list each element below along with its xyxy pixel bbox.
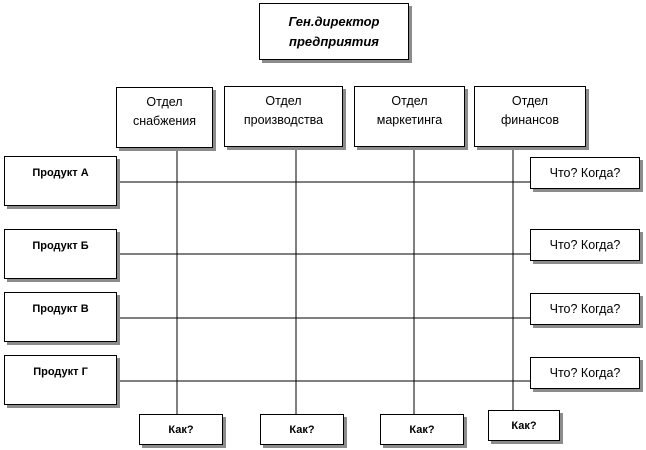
ceo-title-line1: Ген.директор: [288, 13, 380, 29]
dept-label-line2: производства: [243, 113, 324, 127]
product-label: Продукт В: [32, 303, 89, 315]
dept-label-line1: Отдел: [146, 95, 183, 109]
dept-label-line2: финансов: [500, 113, 559, 127]
product-box-b: Продукт Б: [4, 229, 117, 279]
ceo-box: Ген.директор предприятия: [259, 3, 409, 60]
question-label: Что? Когда?: [549, 302, 621, 316]
product-label: Продукт Б: [32, 240, 89, 252]
product-box-v: Продукт В: [4, 292, 117, 342]
question-label: Что? Когда?: [549, 166, 621, 180]
ceo-title-line2: предприятия: [289, 33, 379, 49]
how-label: Как?: [511, 419, 537, 432]
product-label: Продукт А: [32, 167, 89, 179]
how-label: Как?: [168, 423, 194, 436]
question-box-v: Что? Когда?: [530, 293, 640, 325]
dept-label-line2: снабжения: [132, 114, 197, 128]
question-box-g: Что? Когда?: [530, 357, 640, 389]
how-label: Как?: [289, 423, 315, 436]
dept-label-line2: маркетинга: [376, 113, 443, 127]
product-box-g: Продукт Г: [4, 355, 117, 405]
product-box-a: Продукт А: [4, 156, 117, 206]
question-box-a: Что? Когда?: [530, 157, 640, 189]
question-box-b: Что? Когда?: [530, 229, 640, 261]
how-label: Как?: [409, 423, 435, 436]
product-label: Продукт Г: [33, 366, 88, 378]
question-label: Что? Когда?: [549, 238, 621, 252]
dept-box-production: Отдел производства: [224, 86, 343, 147]
dept-label-line1: Отдел: [265, 94, 302, 108]
how-box-finance: Как?: [488, 410, 560, 441]
question-label: Что? Когда?: [549, 366, 621, 380]
dept-box-supply: Отдел снабжения: [116, 87, 213, 148]
how-box-production: Как?: [260, 414, 344, 445]
how-box-marketing: Как?: [380, 414, 464, 445]
dept-label-line1: Отдел: [391, 94, 428, 108]
dept-box-finance: Отдел финансов: [474, 86, 586, 147]
dept-box-marketing: Отдел маркетинга: [354, 86, 465, 147]
how-box-supply: Как?: [139, 414, 223, 445]
dept-label-line1: Отдел: [511, 94, 549, 108]
